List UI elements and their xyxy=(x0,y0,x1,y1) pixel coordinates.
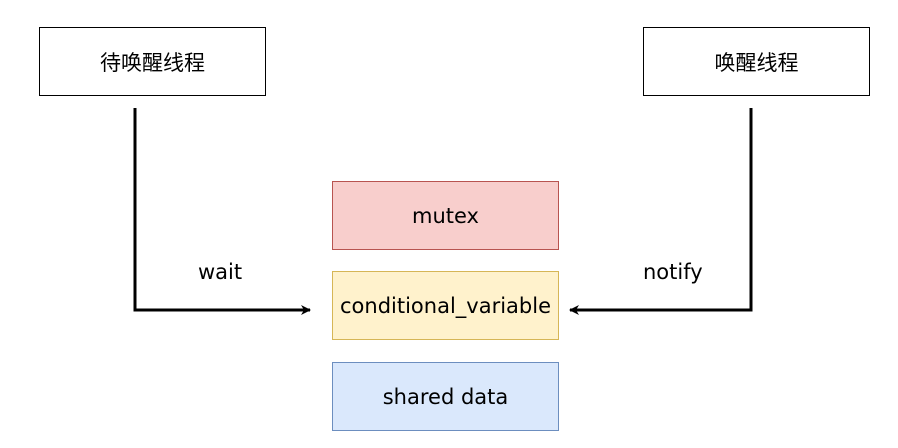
wait-arrow xyxy=(133,108,311,315)
mutex-label: mutex xyxy=(412,203,479,228)
shared-data-box: shared data xyxy=(332,362,559,431)
notify-arrow xyxy=(569,108,753,315)
wait-edge-label: wait xyxy=(198,260,243,284)
shared-data-label: shared data xyxy=(382,384,509,409)
notify-edge-label: notify xyxy=(643,260,703,284)
waiting-thread-label: 待唤醒线程 xyxy=(100,50,205,75)
waiting-thread-box: 待唤醒线程 xyxy=(39,27,266,96)
waking-thread-box: 唤醒线程 xyxy=(643,27,870,96)
waking-thread-label: 唤醒线程 xyxy=(714,50,799,75)
conditional-variable-box: conditional_variable xyxy=(332,271,559,340)
mutex-box: mutex xyxy=(332,181,559,250)
conditional-variable-label: conditional_variable xyxy=(339,293,551,318)
